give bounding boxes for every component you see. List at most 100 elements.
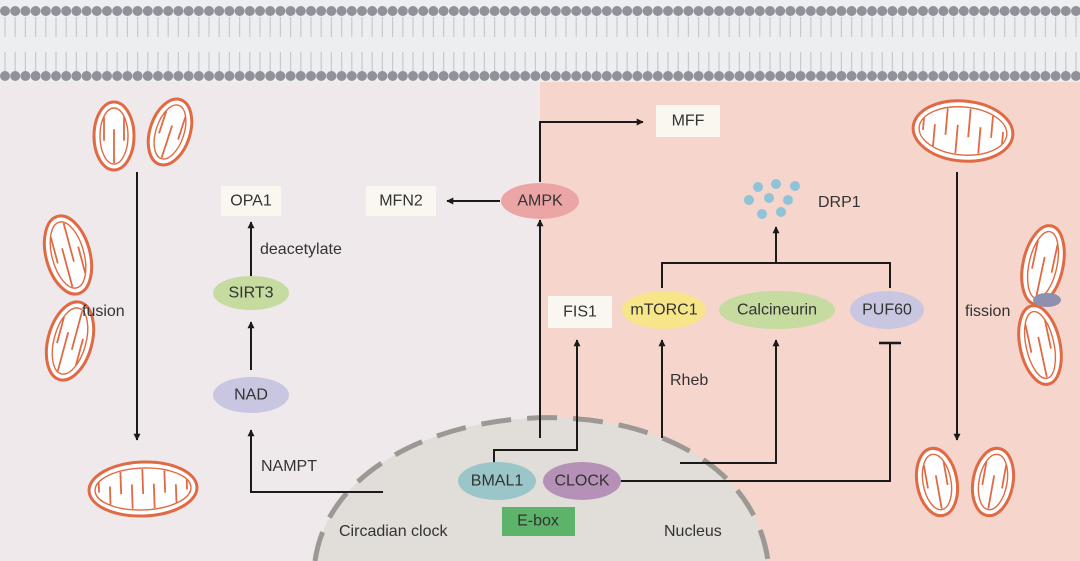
lipid-head [214,71,225,81]
lipid-head [1030,71,1041,81]
lipid-head [499,71,510,81]
lipid-head [51,71,61,81]
lipid-head [673,71,684,81]
lipid-head [663,6,673,16]
lipid-head [499,6,510,16]
lipid-head [418,71,429,81]
bmal1-label: BMAL1 [471,473,524,490]
lipid-head [612,6,622,16]
lipid-head [622,6,633,16]
lipid-head [326,6,337,16]
lipid-head [448,6,459,16]
lipid-head [785,6,796,16]
lipid-head [693,71,704,81]
ampk-to-mff-arrow [539,118,644,182]
lipid-head [193,6,204,16]
lipid-head [71,71,82,81]
bmal1-to-fis1-arrow [493,339,581,463]
lipid-head [1009,71,1020,81]
lipid-head [550,71,561,81]
nucleus-to-nad-arrow [247,429,383,493]
lipid-head [958,6,969,16]
lipid-head [153,6,163,16]
nad-node [213,377,289,413]
nucleus-shape [315,417,768,561]
lipid-head [357,71,367,81]
lipid-head [408,71,418,81]
lipid-head [683,71,694,81]
lipid-head [275,6,286,16]
lipid-head [744,71,755,81]
lipid-head [969,71,979,81]
lipid-head [683,6,694,16]
lipid-head [357,6,367,16]
lipid-head [928,71,939,81]
lipid-head [754,6,765,16]
lipid-head [234,6,245,16]
fis1-label: FIS1 [563,304,597,321]
lipid-head [867,6,877,16]
lipid-head [561,6,571,16]
lipid-head [285,6,296,16]
lipid-head [918,6,928,16]
lipid-head [642,71,653,81]
lipid-head [316,71,327,81]
lipid-head [581,6,592,16]
lipid-head [377,71,388,81]
lipid-head [20,6,31,16]
lipid-head [387,71,398,81]
lipid-head [663,71,673,81]
lipid-head [897,6,908,16]
lipid-head [846,71,857,81]
opa1-box [221,186,281,216]
lipid-head [632,71,643,81]
mitochondrion-right-bottom-b [970,446,1016,518]
rheb-label: Rheb [670,372,708,389]
lipid-head [530,71,541,81]
lipid-head [703,71,714,81]
lipid-head [255,71,265,81]
lipid-head [1060,6,1071,16]
lipid-head [601,6,612,16]
lipid-head [367,6,378,16]
lipid-head [10,71,21,81]
lipid-head [999,71,1010,81]
lipid-head [999,6,1010,16]
lipid-head [346,71,357,81]
lipid-head [887,6,898,16]
lipid-head [204,6,214,16]
lipid-head [642,6,653,16]
lipid-head [81,71,92,81]
lipid-head [285,71,296,81]
lipid-head [1040,71,1051,81]
lipid-head [244,6,255,16]
clock-to-calcineurin-arrow [680,339,780,464]
lipid-head [183,71,194,81]
bmal1-node [458,462,536,500]
lipid-head [510,6,520,16]
mtorc1-node [622,291,706,329]
lipid-head [846,6,857,16]
lipid-head [418,6,429,16]
lipid-head [622,71,633,81]
lipid-head [989,6,1000,16]
lipid-head [489,71,500,81]
puf60-label: PUF60 [862,302,912,319]
lipid-head [1050,6,1061,16]
fis1-box [548,296,612,328]
lipid-head [1050,71,1061,81]
lipid-head [979,71,990,81]
lipid-head [367,71,378,81]
lipid-head [703,6,714,16]
lipid-head [581,71,592,81]
lipid-head [591,71,602,81]
lipid-head [377,6,388,16]
lipid-head [856,6,867,16]
lipid-head [163,6,174,16]
lipid-head [550,6,561,16]
mtorc1-label: mTORC1 [630,302,697,319]
lipid-head [989,71,1000,81]
lipid-head [102,6,112,16]
ampk-node [501,183,579,219]
